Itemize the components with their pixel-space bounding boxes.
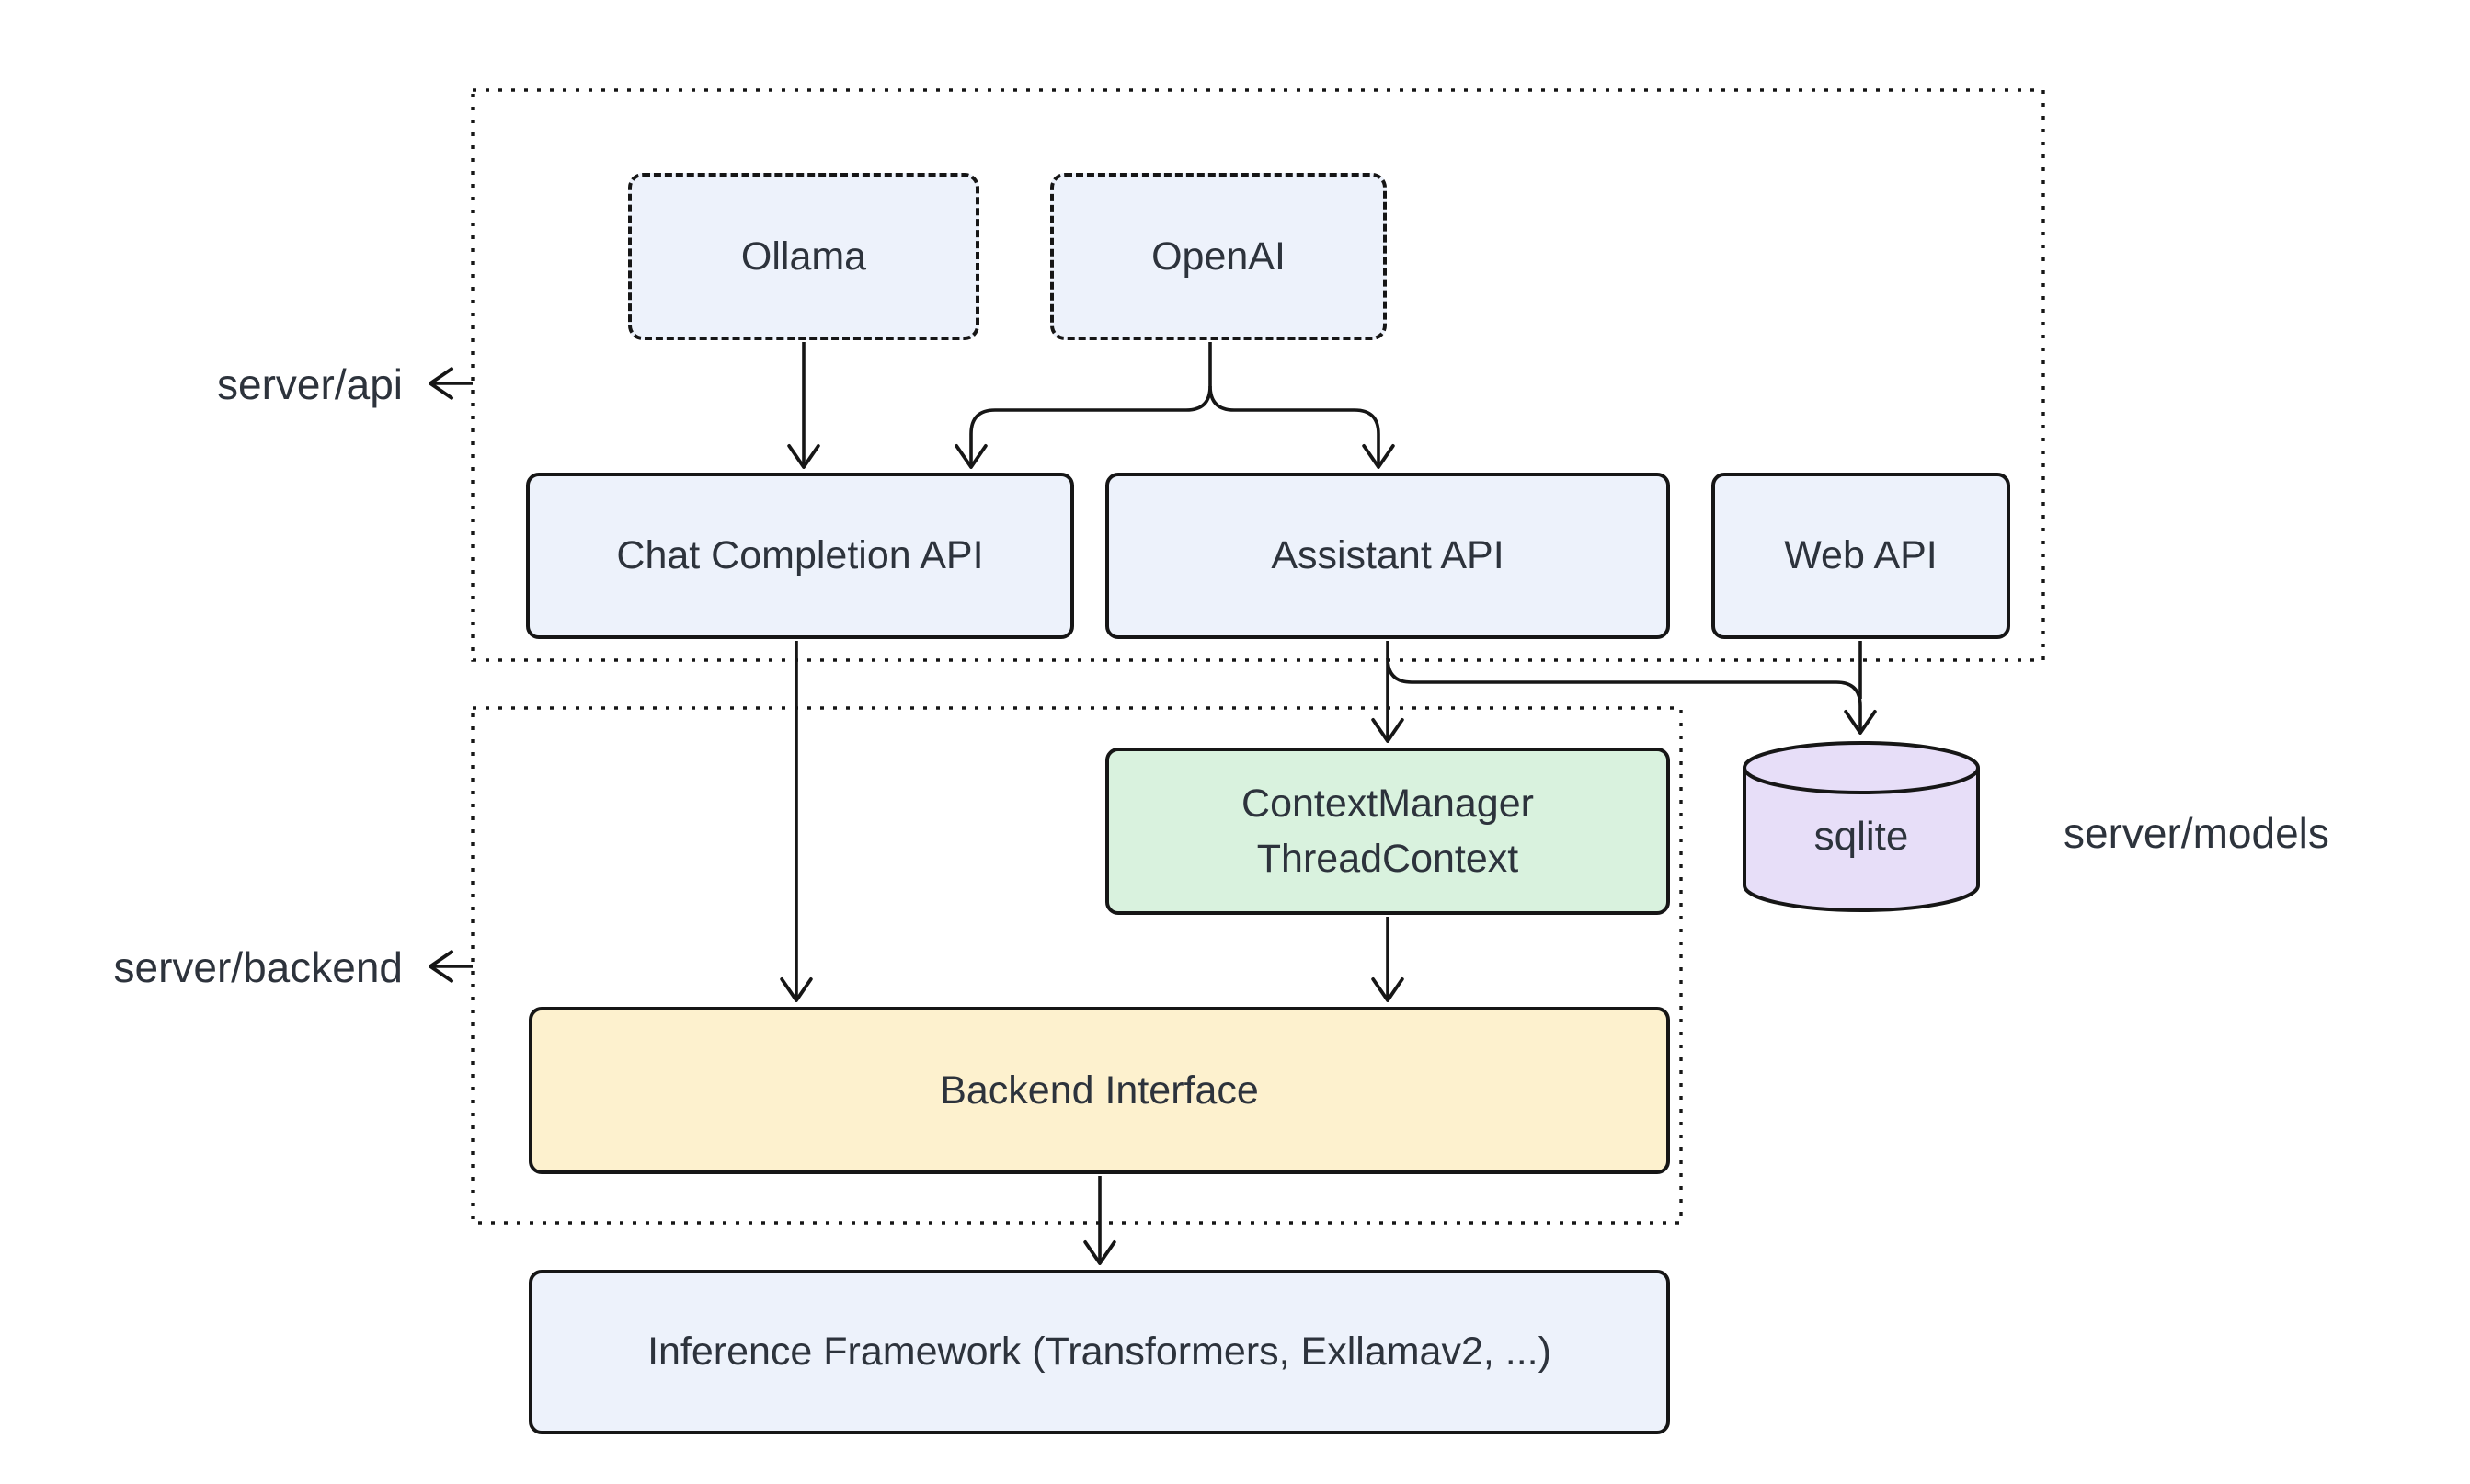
node-web-api: Web API <box>1711 473 2010 639</box>
sqlite-cylinder <box>1743 741 1980 912</box>
node-openai-label: OpenAI <box>1151 234 1286 279</box>
node-ollama: Ollama <box>628 173 979 340</box>
node-chat-completion-api-label: Chat Completion API <box>616 533 984 578</box>
sqlite-cylinder-body <box>1743 768 1980 912</box>
node-ollama-label: Ollama <box>740 234 867 279</box>
node-assistant-api: Assistant API <box>1105 473 1670 639</box>
node-sqlite-label: sqlite <box>1813 814 1909 859</box>
server-api-label: server/api <box>217 360 403 408</box>
context-manager-line1: ContextManager <box>1241 781 1534 826</box>
server-api-container-border <box>471 88 2045 662</box>
node-backend-interface-label: Backend Interface <box>940 1067 1259 1113</box>
server-backend-label: server/backend <box>113 943 404 991</box>
server-models-label: server/models <box>2064 809 2329 857</box>
context-manager-line2: ThreadContext <box>1256 837 1519 881</box>
node-context-manager-label: ContextManager ThreadContext <box>1241 776 1534 886</box>
node-chat-completion-api: Chat Completion API <box>526 473 1074 639</box>
node-inference-framework: Inference Framework (Transformers, Exlla… <box>529 1270 1670 1434</box>
edge-openai-to-assistant <box>1208 385 1395 469</box>
node-context-manager: ContextManager ThreadContext <box>1105 748 1670 915</box>
edge-assistant-to-sqlite <box>1386 657 1877 735</box>
node-web-api-label: Web API <box>1784 533 1938 578</box>
node-inference-framework-label: Inference Framework (Transformers, Exlla… <box>647 1330 1551 1375</box>
sqlite-cylinder-top <box>1743 741 1980 794</box>
node-backend-interface: Backend Interface <box>529 1007 1670 1174</box>
node-assistant-api-label: Assistant API <box>1271 533 1504 578</box>
node-openai: OpenAI <box>1050 173 1387 340</box>
edge-openai-to-chat-completion <box>955 385 1212 469</box>
